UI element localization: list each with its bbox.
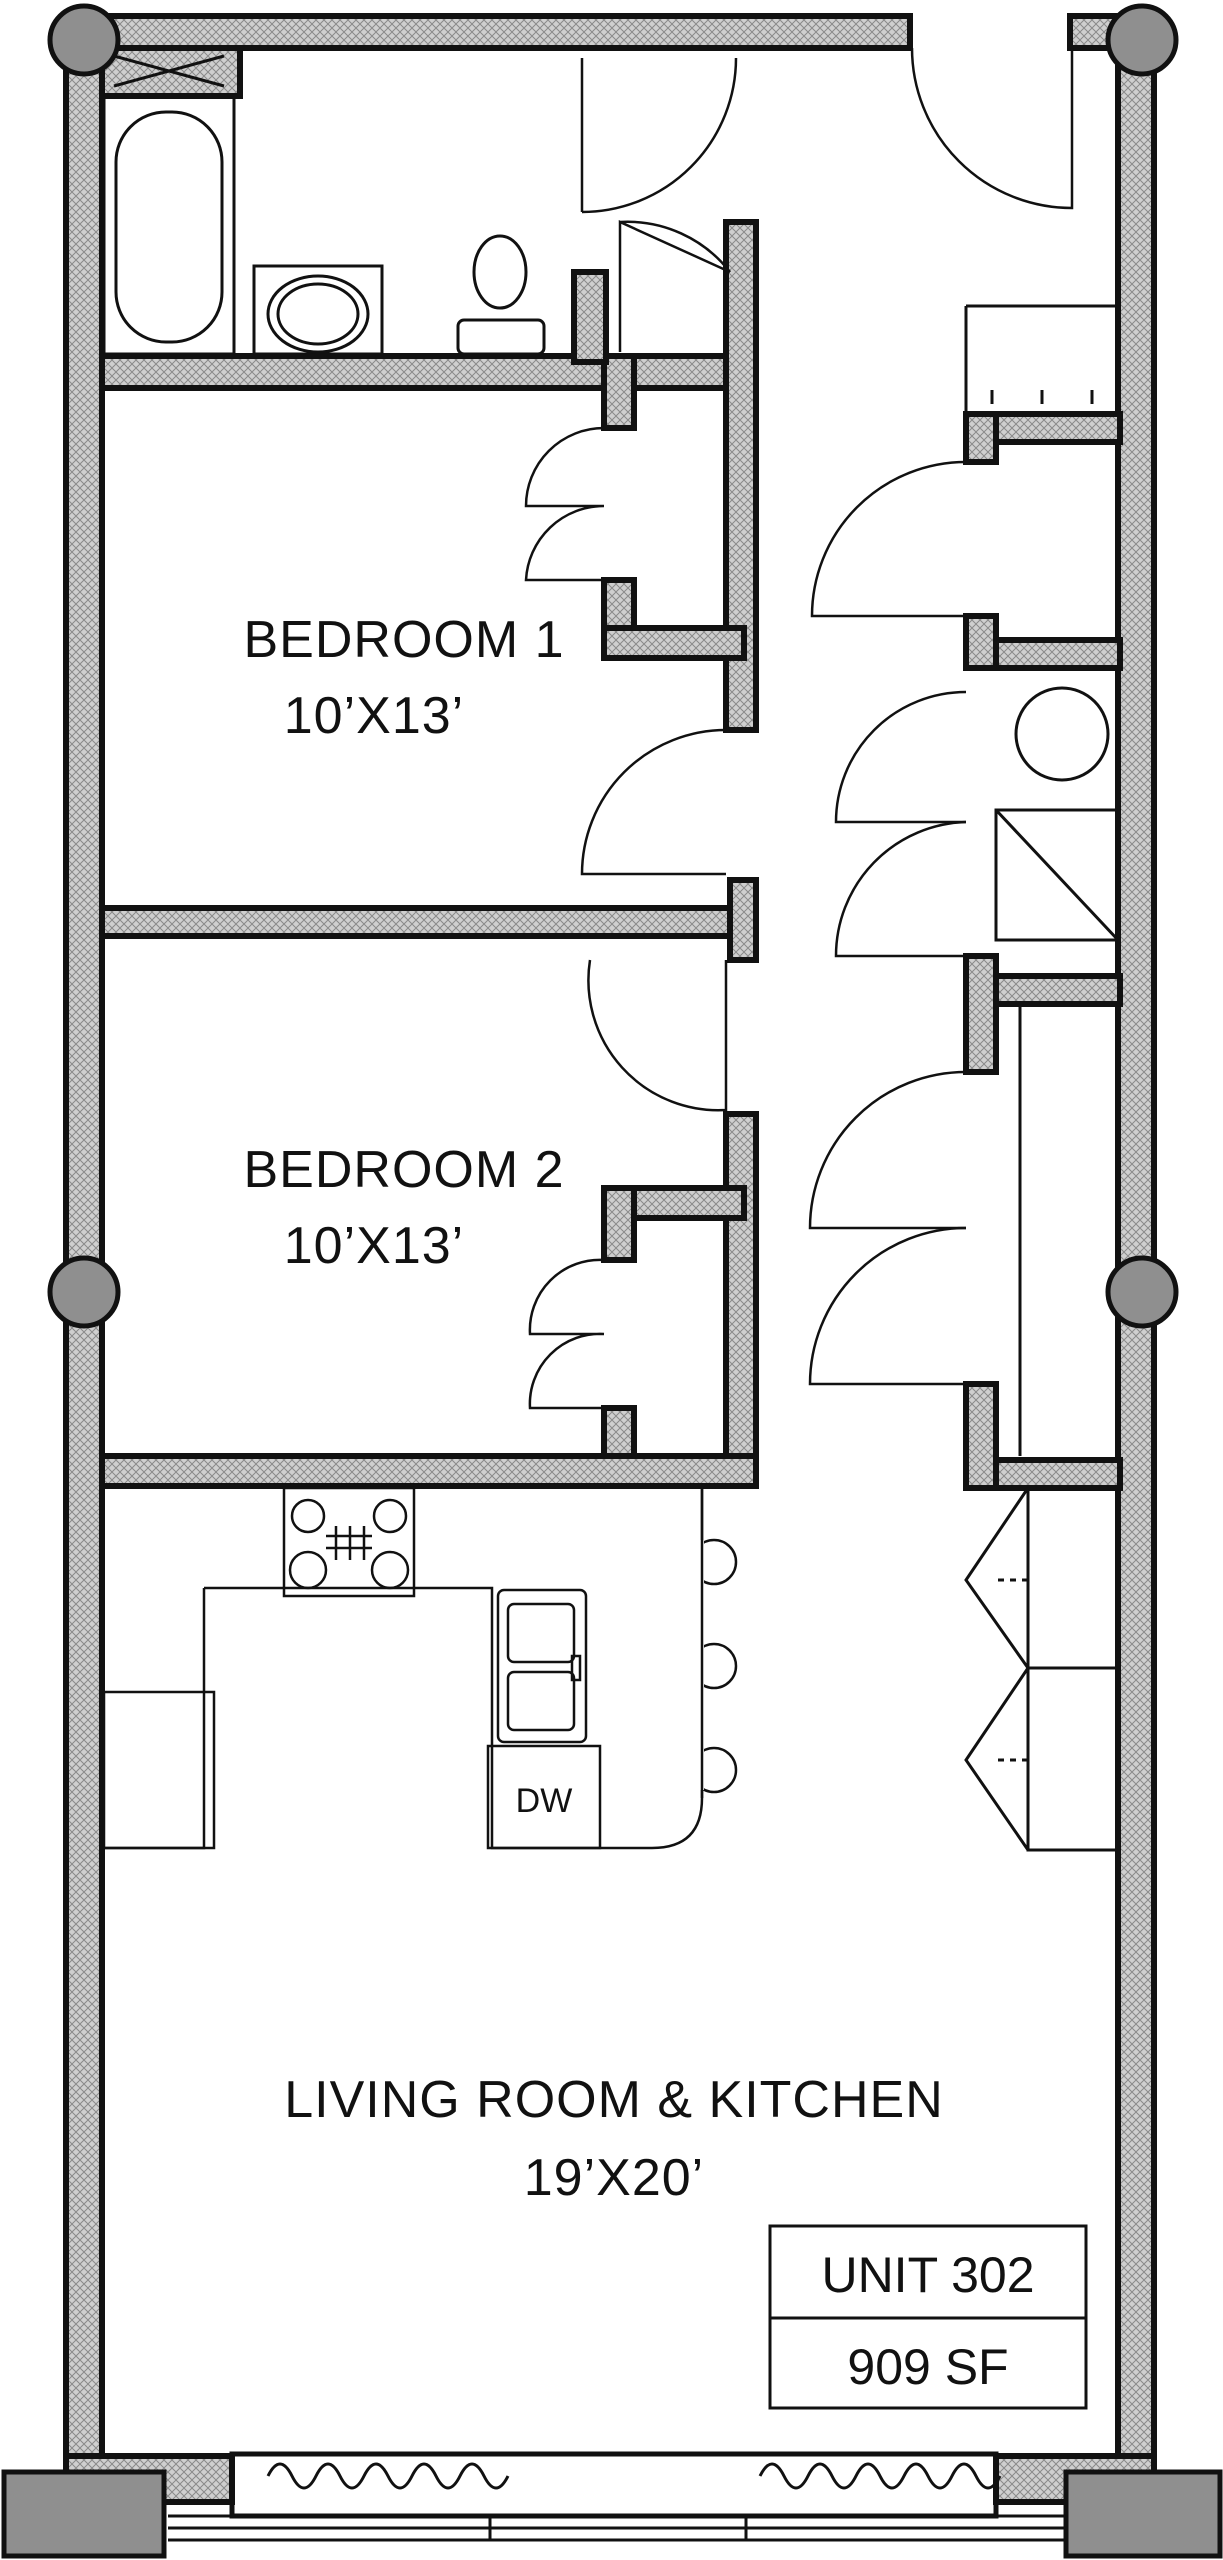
toilet-tank: [456, 318, 546, 356]
radiator-right: [758, 2462, 1002, 2490]
bath-bottom-wall: [99, 353, 745, 391]
dishwasher: [486, 1744, 602, 1850]
hall-closet-door-2: [808, 1226, 967, 1386]
unit-label-box: [768, 2224, 1088, 2410]
columns: [1, 3, 1223, 2559]
water-heater: [1014, 686, 1110, 782]
radiators: [266, 2462, 1002, 2490]
closet4-wall-v: [963, 1381, 999, 1491]
living-room-name: LIVING ROOM & KITCHEN: [284, 2071, 944, 2129]
pantry-closet-2: [1026, 1666, 1120, 1852]
laundry-closet-door-2: [834, 820, 967, 958]
bedroom2-door: [587, 959, 728, 1112]
bedroom2-right-wall: [723, 1111, 759, 1489]
laundry-closet-door-1: [834, 690, 967, 824]
tub: [102, 94, 236, 356]
interior-walls: [99, 45, 1123, 1491]
bath-vent-icon: [113, 54, 225, 88]
laundry: [964, 304, 1120, 1456]
unit-number: UNIT 302: [821, 2247, 1034, 2303]
pantry-closet-1: [1026, 1486, 1120, 1670]
tub-inner: [114, 110, 224, 344]
doors: [524, 47, 1074, 1410]
bedroom1-door: [580, 728, 727, 876]
column-bottom-right: [1063, 2469, 1223, 2559]
bathroom-fixtures: [102, 54, 546, 356]
bedroom2-size: 10’X13’: [284, 1217, 464, 1275]
entry-door-left: [580, 57, 738, 214]
toilet-bowl: [472, 234, 528, 310]
closet1-wall-v: [963, 411, 999, 465]
closet2-wall-v: [963, 613, 999, 671]
burner: [288, 1550, 328, 1590]
hall-closet-door-1: [808, 1070, 967, 1230]
counter-block: [102, 1690, 216, 1850]
bedroom-divider-wall: [99, 905, 759, 939]
linen-closet-door: [810, 460, 967, 618]
bedroom-divider-end: [727, 877, 759, 963]
bath-hall-wall: [571, 269, 609, 365]
range: [282, 1486, 416, 1598]
column-mid-right: [1105, 1255, 1179, 1329]
bedroom1-closet-top: [601, 625, 747, 661]
washer-dryer: [994, 808, 1120, 942]
burner: [290, 1498, 326, 1534]
column-mid-left: [47, 1255, 121, 1329]
bedroom1-closet-wall: [601, 353, 637, 431]
kitchen: [102, 1486, 738, 1850]
living-room-size: 19’X20’: [524, 2149, 704, 2207]
outer-wall-top-left: [63, 13, 913, 51]
burner: [372, 1498, 408, 1534]
kitchen-sink: [496, 1588, 588, 1744]
bedroom2-closet-door: [528, 1258, 605, 1410]
sink-bowl: [266, 274, 370, 354]
outer-walls: [63, 13, 1157, 2505]
sink-vanity: [252, 264, 384, 356]
unit-area: 909 SF: [847, 2339, 1008, 2395]
window-wall: [168, 2451, 1064, 2542]
sink-bowl-inner: [276, 282, 360, 346]
bedroom1-size: 10’X13’: [284, 687, 464, 745]
column-top-left: [47, 3, 121, 77]
bedroom1-closet-door: [524, 426, 605, 582]
closet-shelf: [964, 304, 1118, 414]
column-bottom-left: [1, 2469, 167, 2559]
column-top-right: [1105, 3, 1179, 77]
bedroom2-name: BEDROOM 2: [243, 1141, 564, 1199]
bifold-closets: [964, 1486, 1120, 1852]
bedroom2-bottom-wall: [99, 1453, 759, 1489]
bedroom1-name: BEDROOM 1: [243, 611, 564, 669]
closet3-wall-v: [963, 953, 999, 1075]
bath-door: [618, 220, 731, 352]
burner: [370, 1550, 410, 1590]
entry-door-right: [910, 47, 1074, 210]
bedroom2-closet-wall: [601, 1185, 637, 1263]
dishwasher-label: DW: [516, 1782, 573, 1820]
radiator-left: [266, 2462, 510, 2490]
kitchen-counter: [204, 1488, 704, 1850]
